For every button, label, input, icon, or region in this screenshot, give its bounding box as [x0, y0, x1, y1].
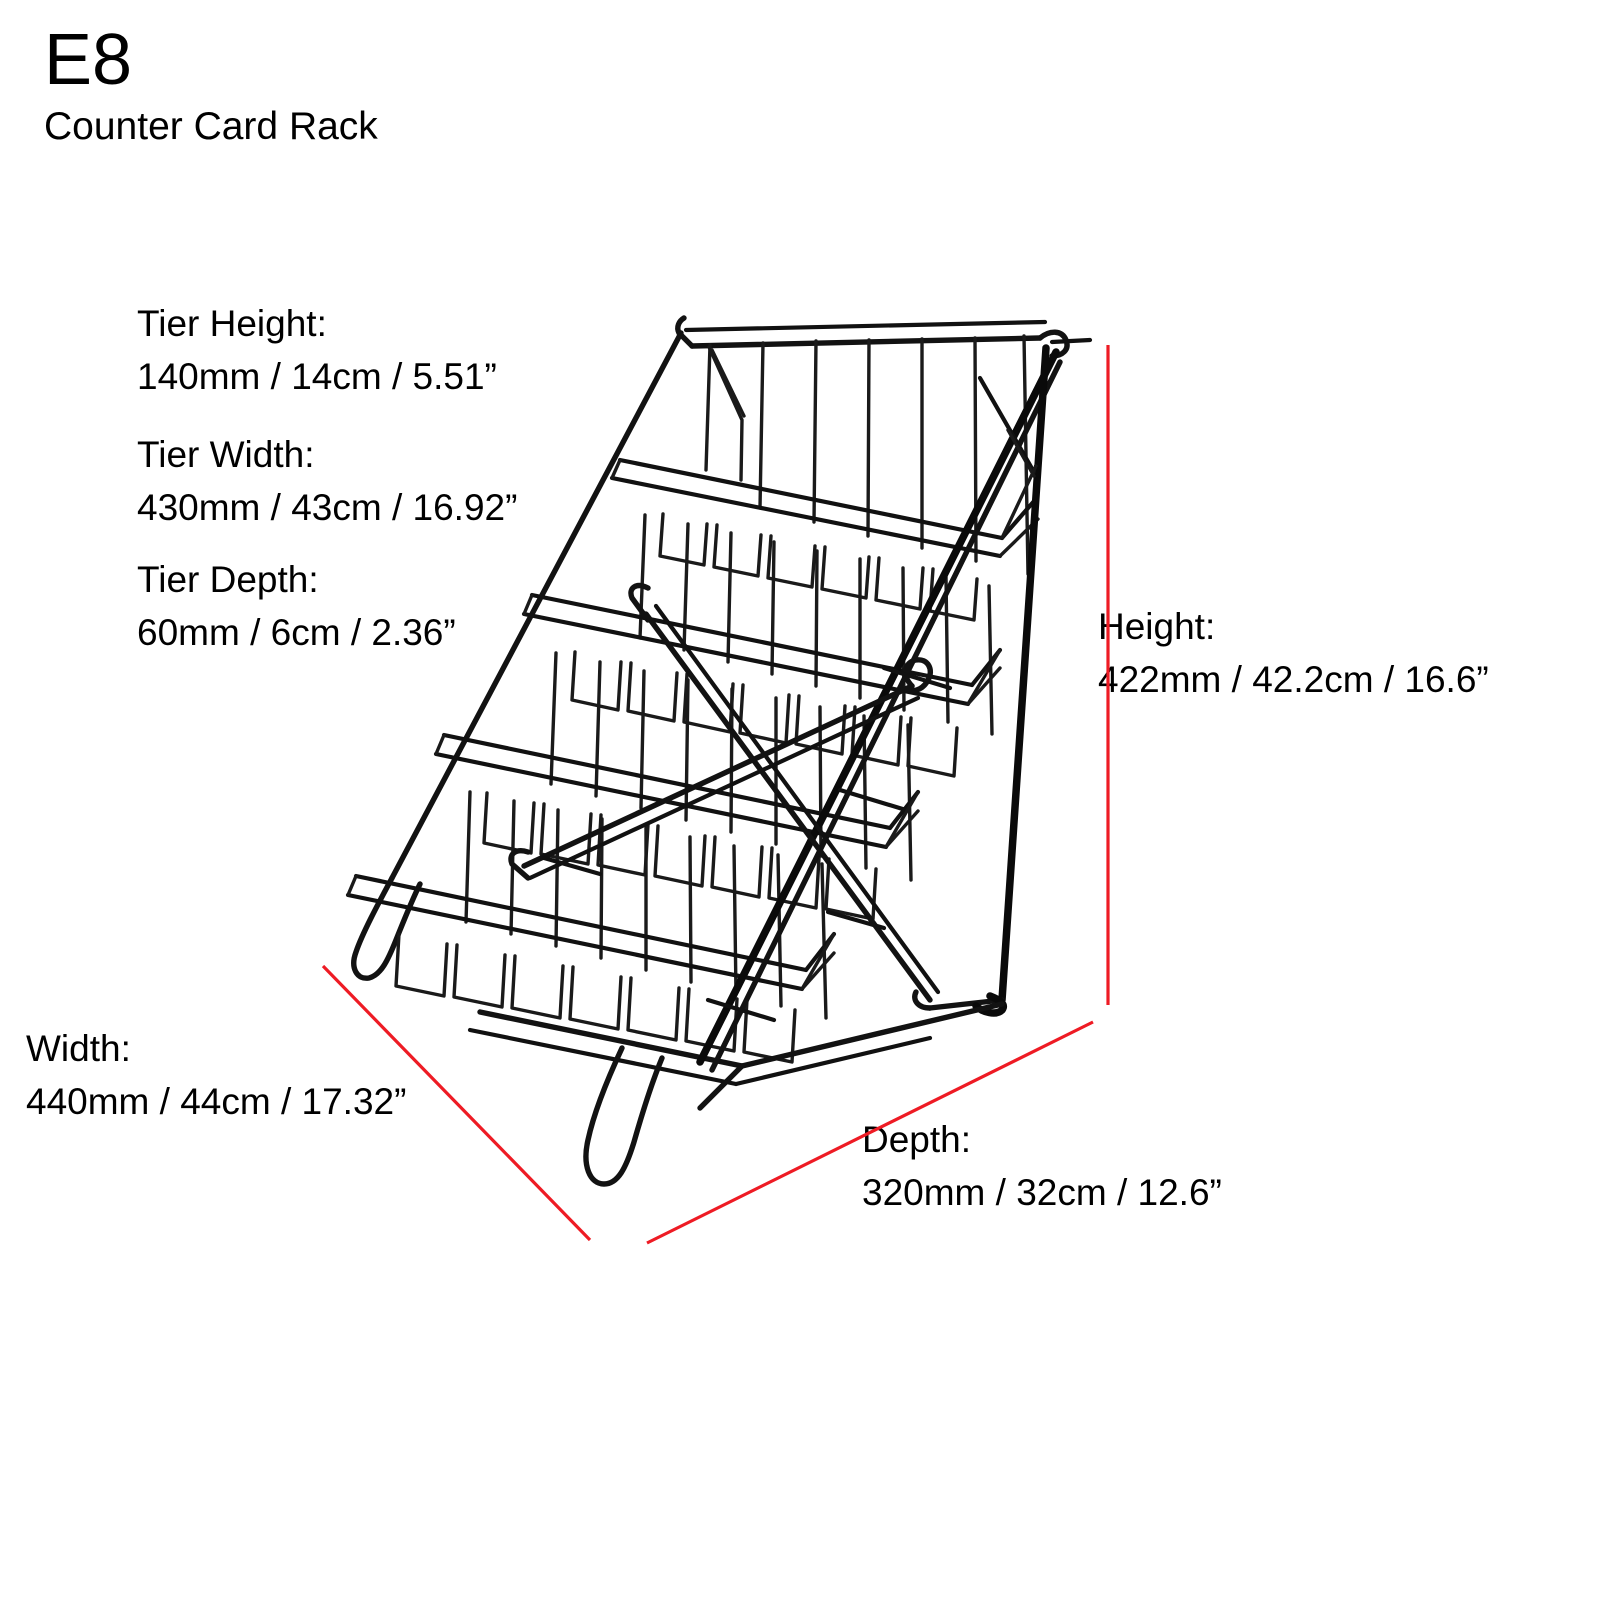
spec-tier-height: Tier Height: 140mm / 14cm / 5.51” — [137, 297, 497, 403]
page-header: E8 Counter Card Rack — [44, 22, 378, 150]
spec-tier-width: Tier Width: 430mm / 43cm / 16.92” — [137, 428, 517, 534]
tier4-divider-wires — [464, 790, 828, 1020]
spec-depth-value: 320mm / 32cm / 12.6” — [862, 1172, 1222, 1213]
tier3-shelf — [433, 732, 921, 850]
spec-tier-width-label: Tier Width: — [137, 434, 315, 475]
spec-tier-depth-value: 60mm / 6cm / 2.36” — [137, 612, 456, 653]
spec-height-label: Height: — [1098, 606, 1216, 647]
brace-upper-right — [977, 375, 1037, 478]
rear-right-support-leg — [912, 344, 1050, 1017]
tier4-shelf — [345, 873, 837, 992]
spec-tier-height-value: 140mm / 14cm / 5.51” — [137, 356, 497, 397]
front-base-rail — [467, 1009, 745, 1187]
spec-height: Height: 422mm / 42.2cm / 16.6” — [1098, 600, 1489, 706]
tier3-divider-wires — [549, 651, 913, 882]
spec-width-label: Width: — [26, 1028, 131, 1069]
product-code: E8 — [44, 20, 133, 100]
spec-width: Width: 440mm / 44cm / 17.32” — [26, 1022, 406, 1128]
tier1-divider-wires — [704, 334, 1030, 576]
tier1-card-pockets — [658, 512, 979, 622]
spec-width-value: 440mm / 44cm / 17.32” — [26, 1081, 407, 1122]
right-side-panel — [800, 464, 1038, 991]
spec-depth: Depth: 320mm / 32cm / 12.6” — [862, 1113, 1222, 1219]
spec-height-value: 422mm / 42.2cm / 16.6” — [1098, 659, 1489, 700]
back-panel-top-rail — [675, 315, 1093, 359]
tier2-shelf — [521, 592, 1003, 707]
spec-tier-depth: Tier Depth: 60mm / 6cm / 2.36” — [137, 553, 456, 659]
brace-secondary-diagonal — [508, 657, 934, 881]
brace-upper-left — [710, 348, 746, 418]
product-name: Counter Card Rack — [44, 105, 378, 148]
spec-tier-width-value: 430mm / 43cm / 16.92” — [137, 487, 518, 528]
front-support-leg — [696, 348, 1063, 1073]
brace-main-diagonal — [628, 582, 941, 1003]
tier4-card-pockets — [394, 932, 797, 1064]
spec-tier-depth-label: Tier Depth: — [137, 559, 319, 600]
hinge-pins — [541, 665, 953, 1023]
spec-tier-height-label: Tier Height: — [137, 303, 327, 344]
back-lower-rail — [733, 1001, 1005, 1087]
tier2-card-pockets — [570, 650, 959, 778]
spec-depth-label: Depth: — [862, 1119, 972, 1160]
tier3-card-pockets — [482, 791, 878, 921]
tier2-divider-wires — [638, 513, 994, 736]
tier1-shelf — [609, 457, 1040, 559]
